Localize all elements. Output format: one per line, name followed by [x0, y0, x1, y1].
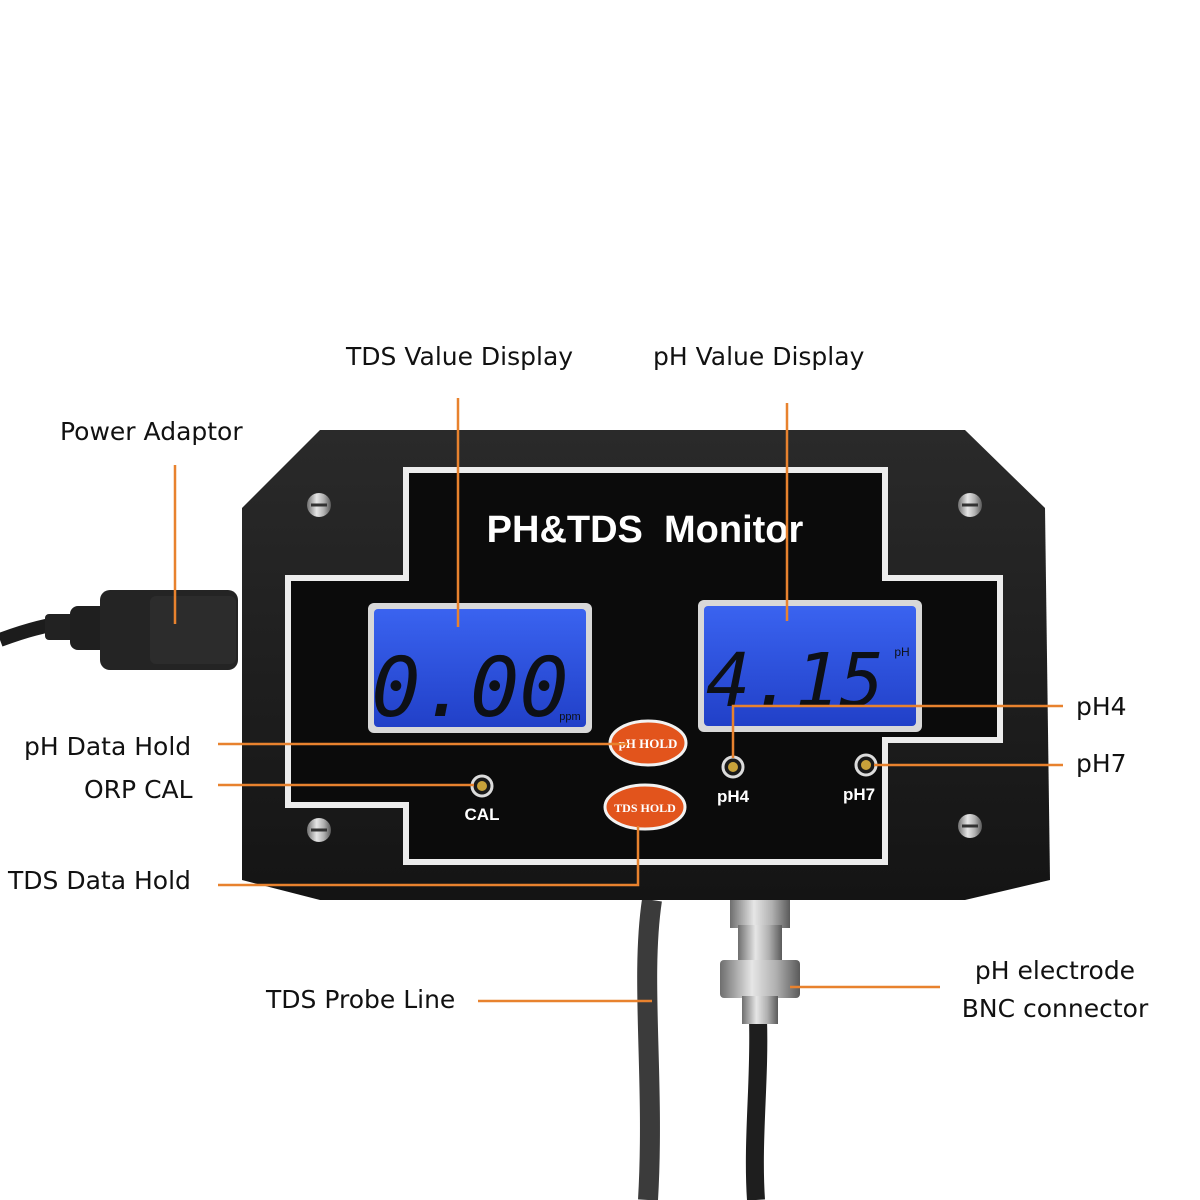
face-border — [285, 467, 1003, 865]
ph-lcd-value: 4.15 — [706, 638, 884, 724]
cal-trimmer[interactable] — [470, 774, 494, 798]
screw-icon — [958, 814, 982, 838]
ph-value-display-label: pH Value Display — [653, 342, 865, 371]
usb-plug — [45, 590, 238, 670]
ph7-device-label: pH7 — [843, 785, 875, 804]
tds-data-hold-leader — [218, 826, 640, 887]
ph-lcd-screen — [704, 606, 916, 726]
tds-hold-button[interactable]: TDS HOLD — [603, 783, 687, 831]
tds-value-display-label: TDS Value Display — [346, 342, 574, 371]
svg-text:TDS HOLD: TDS HOLD — [614, 801, 676, 815]
ph-data-hold-label: pH Data Hold — [24, 732, 192, 761]
ph-hold-button[interactable]: pH HOLD — [608, 719, 688, 767]
tds-data-hold-label: TDS Data Hold — [8, 866, 191, 895]
tds-probe-line-label: TDS Probe Line — [266, 985, 456, 1014]
ph4-trimmer[interactable] — [721, 755, 745, 779]
ph7-label: pH7 — [1076, 749, 1127, 778]
screw-icon — [958, 493, 982, 517]
orp-cal-label: ORP CAL — [84, 775, 193, 804]
ph-lcd-unit: pH — [894, 645, 909, 659]
ph-electrode-line2: BNC connector — [961, 994, 1149, 1023]
tds-lcd-value: 0.00 — [371, 641, 568, 736]
device-title: PH&TDS Monitor — [487, 509, 804, 551]
tds-lcd-unit: ppm — [559, 711, 580, 723]
power-adaptor-label: Power Adaptor — [60, 417, 243, 446]
ph-electrode-line1: pH electrode — [974, 956, 1136, 985]
ph-electrode-label: pH electrode BNC connector — [950, 956, 1160, 1024]
tds-lcd-screen — [374, 609, 586, 727]
ph4-leader — [731, 704, 1063, 758]
ph4-device-label: pH4 — [717, 787, 750, 806]
cal-label: CAL — [465, 805, 500, 824]
screw-icon — [307, 493, 331, 517]
screw-icon — [307, 818, 331, 842]
ph4-label: pH4 — [1076, 692, 1127, 721]
bnc-connector — [720, 900, 800, 1024]
bnc-cable — [745, 1019, 768, 1200]
svg-text:pH HOLD: pH HOLD — [619, 736, 678, 751]
callout-lines — [173, 398, 1063, 1003]
ph7-trimmer[interactable] — [854, 753, 878, 777]
tds-probe-cable — [637, 898, 662, 1200]
